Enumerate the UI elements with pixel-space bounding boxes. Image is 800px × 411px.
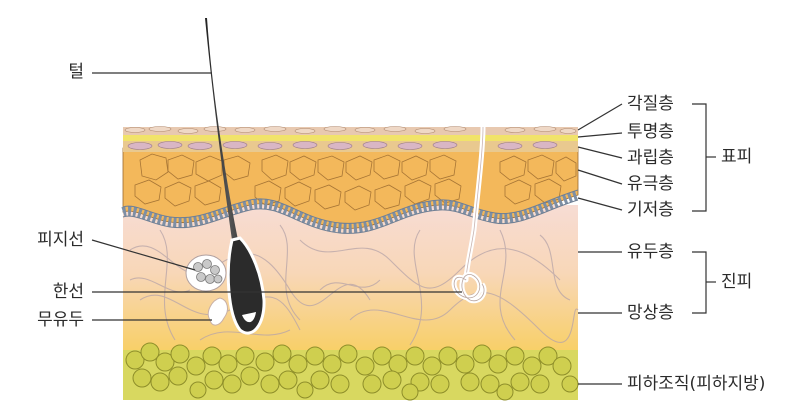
hair-bulb bbox=[242, 312, 256, 323]
fat-lobules bbox=[125, 342, 579, 401]
brackets bbox=[692, 103, 716, 314]
leader-lines-left bbox=[91, 72, 462, 321]
label-sweat-gland: 한선 bbox=[52, 282, 84, 302]
label-hair: 털 bbox=[68, 62, 84, 82]
label-stratum-corneum: 각질층 bbox=[627, 94, 674, 114]
stratum-corneum bbox=[123, 127, 578, 135]
label-stratum-spinosum: 유극층 bbox=[627, 174, 674, 194]
granule-cells bbox=[127, 141, 558, 150]
label-epidermis: 표피 bbox=[721, 147, 753, 167]
basale-outline-bottom bbox=[122, 199, 579, 234]
label-subcutaneous: 피하조직(피하지방) bbox=[627, 374, 766, 394]
label-reticular-layer: 망상층 bbox=[627, 303, 674, 323]
label-dermis: 진피 bbox=[721, 272, 753, 292]
label-arrector-pili: 무유두 bbox=[37, 310, 84, 330]
label-stratum-lucidum: 투명층 bbox=[627, 122, 674, 142]
label-papillary-layer: 유두층 bbox=[627, 242, 674, 262]
sweat-gland-coil-outline bbox=[453, 274, 485, 302]
stratum-lucidum bbox=[123, 134, 578, 141]
sweat-duct-outline bbox=[465, 126, 484, 281]
label-stratum-granulosum: 과립층 bbox=[627, 148, 674, 168]
label-sebaceous-gland: 피지선 bbox=[37, 230, 84, 250]
leader-lines-right bbox=[577, 103, 623, 385]
sebaceous-gland bbox=[185, 254, 227, 292]
corneum-flakes bbox=[124, 126, 577, 134]
basale-outline-top bbox=[122, 189, 579, 224]
keratinocyte-cells bbox=[134, 153, 577, 211]
stratum-basale bbox=[121, 190, 580, 234]
label-stratum-basale: 기저층 bbox=[627, 200, 674, 220]
hair-follicle bbox=[226, 236, 266, 335]
arrector-pili-muscle bbox=[207, 297, 228, 326]
